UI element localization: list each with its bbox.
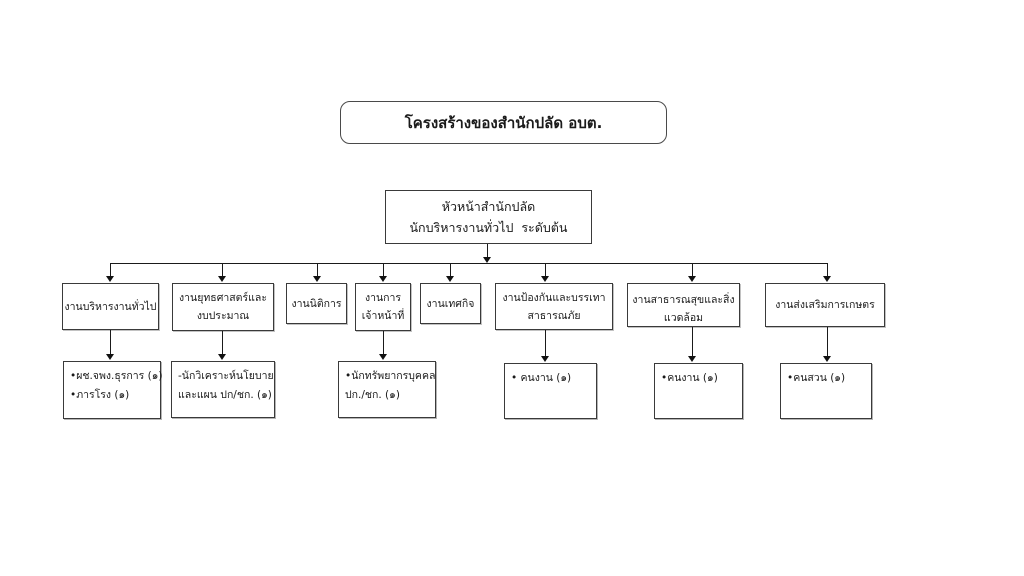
branch-line-8 <box>827 263 829 277</box>
staff-entry: •คนสวน (๑) <box>787 372 846 384</box>
branch-line-1 <box>109 263 111 277</box>
staff-entry: และแผน ปก/ชก. (๑) <box>178 389 272 401</box>
staff-arrow-6 <box>823 356 831 362</box>
staff-line-5 <box>692 327 694 357</box>
staff-box-personnel: •นักทรัพยากรบุคคล ปก./ชก. (๑) <box>338 361 436 418</box>
dept-box-municipal-inspection: งานเทศกิจ <box>420 283 481 324</box>
staff-box-agriculture-promotion: •คนสวน (๑) <box>780 363 872 419</box>
arrowhead-head <box>483 257 491 263</box>
staff-box-strategy-budget: -นักวิเคราะห์นโยบาย และแผน ปก/ชก. (๑) <box>171 361 275 418</box>
staff-arrow-2 <box>218 354 226 360</box>
staff-entry: -นักวิเคราะห์นโยบาย <box>178 370 274 382</box>
staff-arrow-4 <box>541 356 549 362</box>
head-title: หัวหน้าสำนักปลัด <box>441 199 536 214</box>
branch-arrow-4 <box>378 276 387 282</box>
staff-entry: •ผช.จพง.ธุรการ (๑) <box>70 370 163 382</box>
staff-arrow-1 <box>105 354 114 360</box>
staff-entry: ปก./ชก. (๑) <box>345 389 400 401</box>
dept-box-disaster-prevention: งานป้องกันและบรรเทา สาธารณภัย <box>495 283 613 330</box>
staff-line-6 <box>827 327 829 357</box>
dept-label: งานนิติการ <box>291 297 342 310</box>
dept-label: งานป้องกันและบรรเทา <box>502 291 606 304</box>
staff-box-public-health-environment: •คนงาน (๑) <box>654 363 743 419</box>
dept-label: สาธารณภัย <box>527 309 581 322</box>
dept-box-personnel: งานการ เจ้าหน้าที่ <box>355 283 411 331</box>
head-of-office-box: หัวหน้าสำนักปลัด นักบริหารงานทั่วไป ระดั… <box>385 190 592 244</box>
connector-bus-horizontal <box>110 263 828 265</box>
staff-arrow-5 <box>688 356 696 362</box>
dept-label: งบประมาณ <box>196 310 250 322</box>
branch-line-3 <box>316 263 318 277</box>
staff-entry: •คนงาน (๑) <box>661 372 718 384</box>
branch-arrow-2 <box>218 276 226 282</box>
chart-title: โครงสร้างของสำนักปลัด อบต. <box>404 113 603 132</box>
branch-line-5 <box>449 263 451 277</box>
dept-box-agriculture-promotion: งานส่งเสริมการเกษตร <box>765 283 885 327</box>
staff-box-general-admin: •ผช.จพง.ธุรการ (๑) •ภารโรง (๑) <box>63 361 163 419</box>
dept-box-legal: งานนิติการ <box>286 283 347 324</box>
branch-arrow-3 <box>312 276 321 282</box>
staff-entry: •ภารโรง (๑) <box>70 389 130 401</box>
head-position: นักบริหารงานทั่วไป ระดับต้น <box>409 220 568 235</box>
dept-label: งานส่งเสริมการเกษตร <box>775 299 875 311</box>
dept-box-strategy-budget: งานยุทธศาสตร์และ งบประมาณ <box>172 283 274 331</box>
chart-title-box: โครงสร้างของสำนักปลัด อบต. <box>340 101 667 144</box>
staff-entry: •นักทรัพยากรบุคคล <box>345 370 436 382</box>
staff-line-3 <box>382 331 384 355</box>
staff-arrow-3 <box>378 354 387 360</box>
branch-line-2 <box>222 263 224 277</box>
dept-label: งานสาธารณสุขและสิ่งแวดล้อม <box>632 294 735 324</box>
dept-box-general-admin: งานบริหารงานทั่วไป <box>62 283 159 330</box>
branch-line-6 <box>545 263 547 277</box>
staff-line-2 <box>222 331 224 355</box>
branch-arrow-5 <box>445 276 454 282</box>
dept-box-public-health-environment: งานสาธารณสุขและสิ่งแวดล้อม <box>627 283 740 327</box>
dept-label: งานบริหารงานทั่วไป <box>64 300 157 313</box>
branch-arrow-8 <box>823 276 831 282</box>
dept-label: งานเทศกิจ <box>426 297 475 310</box>
staff-line-1 <box>109 330 111 355</box>
branch-arrow-1 <box>105 276 114 282</box>
branch-arrow-7 <box>688 276 696 282</box>
connector-head-vertical <box>487 244 489 258</box>
dept-label: เจ้าหน้าที่ <box>361 310 405 322</box>
branch-line-7 <box>692 263 694 277</box>
staff-entry: • คนงาน (๑) <box>511 372 572 384</box>
branch-arrow-6 <box>541 276 549 282</box>
staff-box-disaster-prevention: • คนงาน (๑) <box>504 363 597 419</box>
dept-label: งานการ <box>364 292 402 304</box>
branch-line-4 <box>382 263 384 277</box>
staff-line-4 <box>545 330 547 357</box>
dept-label: งานยุทธศาสตร์และ <box>179 292 267 304</box>
